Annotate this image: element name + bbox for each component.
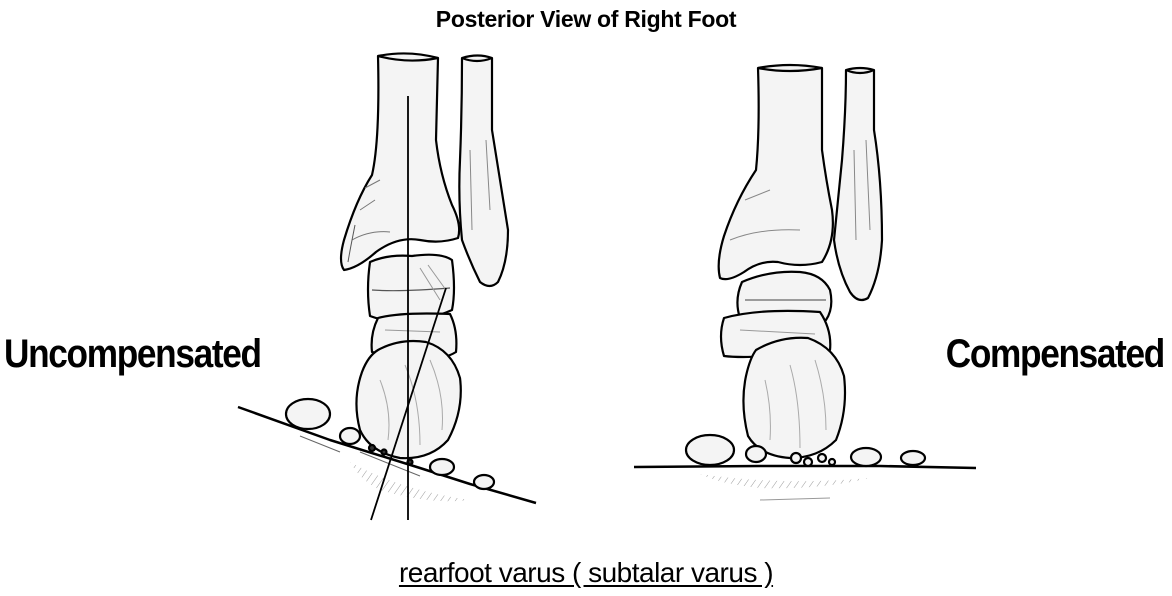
pebble	[286, 399, 330, 429]
fibula-right	[834, 68, 882, 300]
uncompensated-foot-drawing	[238, 53, 536, 503]
pebble	[340, 428, 360, 444]
pebble	[430, 459, 454, 475]
compensated-foot-drawing	[634, 65, 976, 500]
pebble	[851, 448, 881, 466]
tibia-right	[719, 65, 833, 279]
pebble	[474, 475, 494, 489]
pebble	[686, 435, 734, 465]
ground-line-right	[634, 466, 976, 468]
pebble	[901, 451, 925, 465]
calcaneus-right	[743, 338, 845, 458]
talus-left	[368, 255, 454, 321]
pebble	[746, 446, 766, 462]
figure-caption: rearfoot varus ( subtalar varus )	[0, 557, 1172, 589]
fibula-left	[459, 56, 508, 287]
tibia-left	[341, 53, 459, 270]
